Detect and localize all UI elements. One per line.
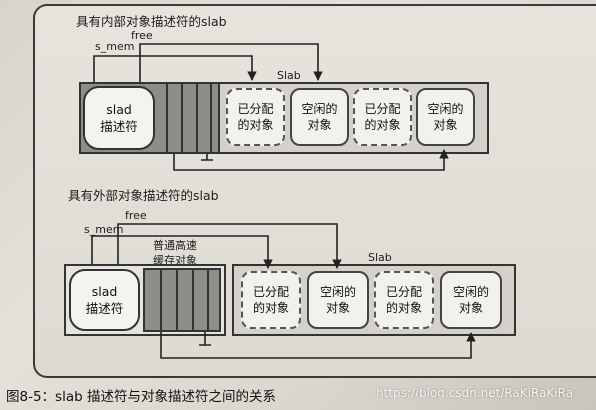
top-free-label: free <box>131 29 153 42</box>
watermark: https://blog.csdn.net/RaKiRaKiRa <box>376 386 574 400</box>
bottom-free-chain-ground <box>199 332 211 346</box>
top-slab-descriptor: slad 描述符 <box>83 86 155 150</box>
top-free-chain <box>173 149 449 171</box>
top-stripe <box>210 84 212 152</box>
bottom-descriptor-line1: slad <box>91 284 118 299</box>
figure-caption: 图8-5：slab 描述符与对象描述符之间的关系 <box>6 389 276 405</box>
cache-object-line1: 普通高速 <box>153 239 197 252</box>
top-object-cell: 已分配 的对象 <box>353 88 412 146</box>
top-free-chain-ground <box>201 154 213 161</box>
top-diagram-title: 具有内部对象描述符的slab <box>76 14 227 29</box>
top-object-label-line1: 已分配 <box>364 102 401 116</box>
top-object-label-line1: 空闲的 <box>427 102 464 116</box>
bottom-s-mem-label: s_mem <box>84 223 124 236</box>
top-stripe <box>196 84 198 152</box>
cache-object-region <box>143 268 221 332</box>
bottom-object-label-line2: 的对象 <box>252 301 289 315</box>
bottom-slab-descriptor: slad 描述符 <box>69 269 140 331</box>
top-descriptor-line1: slad <box>106 102 132 117</box>
top-stripe <box>181 84 183 152</box>
cache-object-line2: 缓存对象 <box>153 254 197 267</box>
bottom-stripe <box>176 270 178 330</box>
bottom-object-label-line1: 空闲的 <box>452 285 489 299</box>
top-stripe <box>166 84 168 152</box>
top-slab-label: Slab <box>277 69 301 82</box>
top-object-label-line1: 空闲的 <box>301 102 338 116</box>
bottom-object-cell: 已分配 的对象 <box>374 271 434 329</box>
bottom-object-label-line2: 对象 <box>458 301 483 315</box>
bottom-s-mem-arrow <box>91 235 273 269</box>
bottom-stripe <box>160 270 162 330</box>
bottom-object-cell: 空闲的 对象 <box>440 271 502 329</box>
bottom-descriptor-line2: 描述符 <box>85 301 124 316</box>
bottom-object-label-line1: 空闲的 <box>319 285 356 299</box>
bottom-object-label-line2: 对象 <box>325 301 350 315</box>
bottom-free-arrow <box>117 223 342 269</box>
bottom-diagram-title: 具有外部对象描述符的slab <box>68 188 219 203</box>
bottom-object-label-line1: 已分配 <box>385 285 422 299</box>
top-object-label-line2: 对象 <box>307 118 332 132</box>
top-object-cell: 空闲的 对象 <box>416 88 475 146</box>
top-object-cell: 已分配 的对象 <box>226 88 285 146</box>
bottom-stripe <box>192 270 194 330</box>
top-s-mem-arrow <box>93 55 257 82</box>
bottom-object-label-line1: 已分配 <box>252 285 289 299</box>
top-object-label-line2: 的对象 <box>237 118 274 132</box>
top-s-mem-label: s_mem <box>95 40 135 53</box>
top-object-label-line2: 的对象 <box>364 118 401 132</box>
top-object-label-line1: 已分配 <box>237 102 274 116</box>
bottom-slab-label: Slab <box>368 251 392 264</box>
bottom-object-label-line2: 的对象 <box>385 301 422 315</box>
top-descriptor-line2: 描述符 <box>100 119 138 134</box>
bottom-free-chain <box>160 332 476 359</box>
top-object-cell: 空闲的 对象 <box>290 88 349 146</box>
bottom-object-cell: 已分配 的对象 <box>241 271 301 329</box>
bottom-stripe <box>207 270 209 330</box>
bottom-object-cell: 空闲的 对象 <box>307 271 369 329</box>
top-object-label-line2: 对象 <box>433 118 458 132</box>
bottom-free-label: free <box>125 209 147 222</box>
top-free-arrow <box>139 43 323 82</box>
